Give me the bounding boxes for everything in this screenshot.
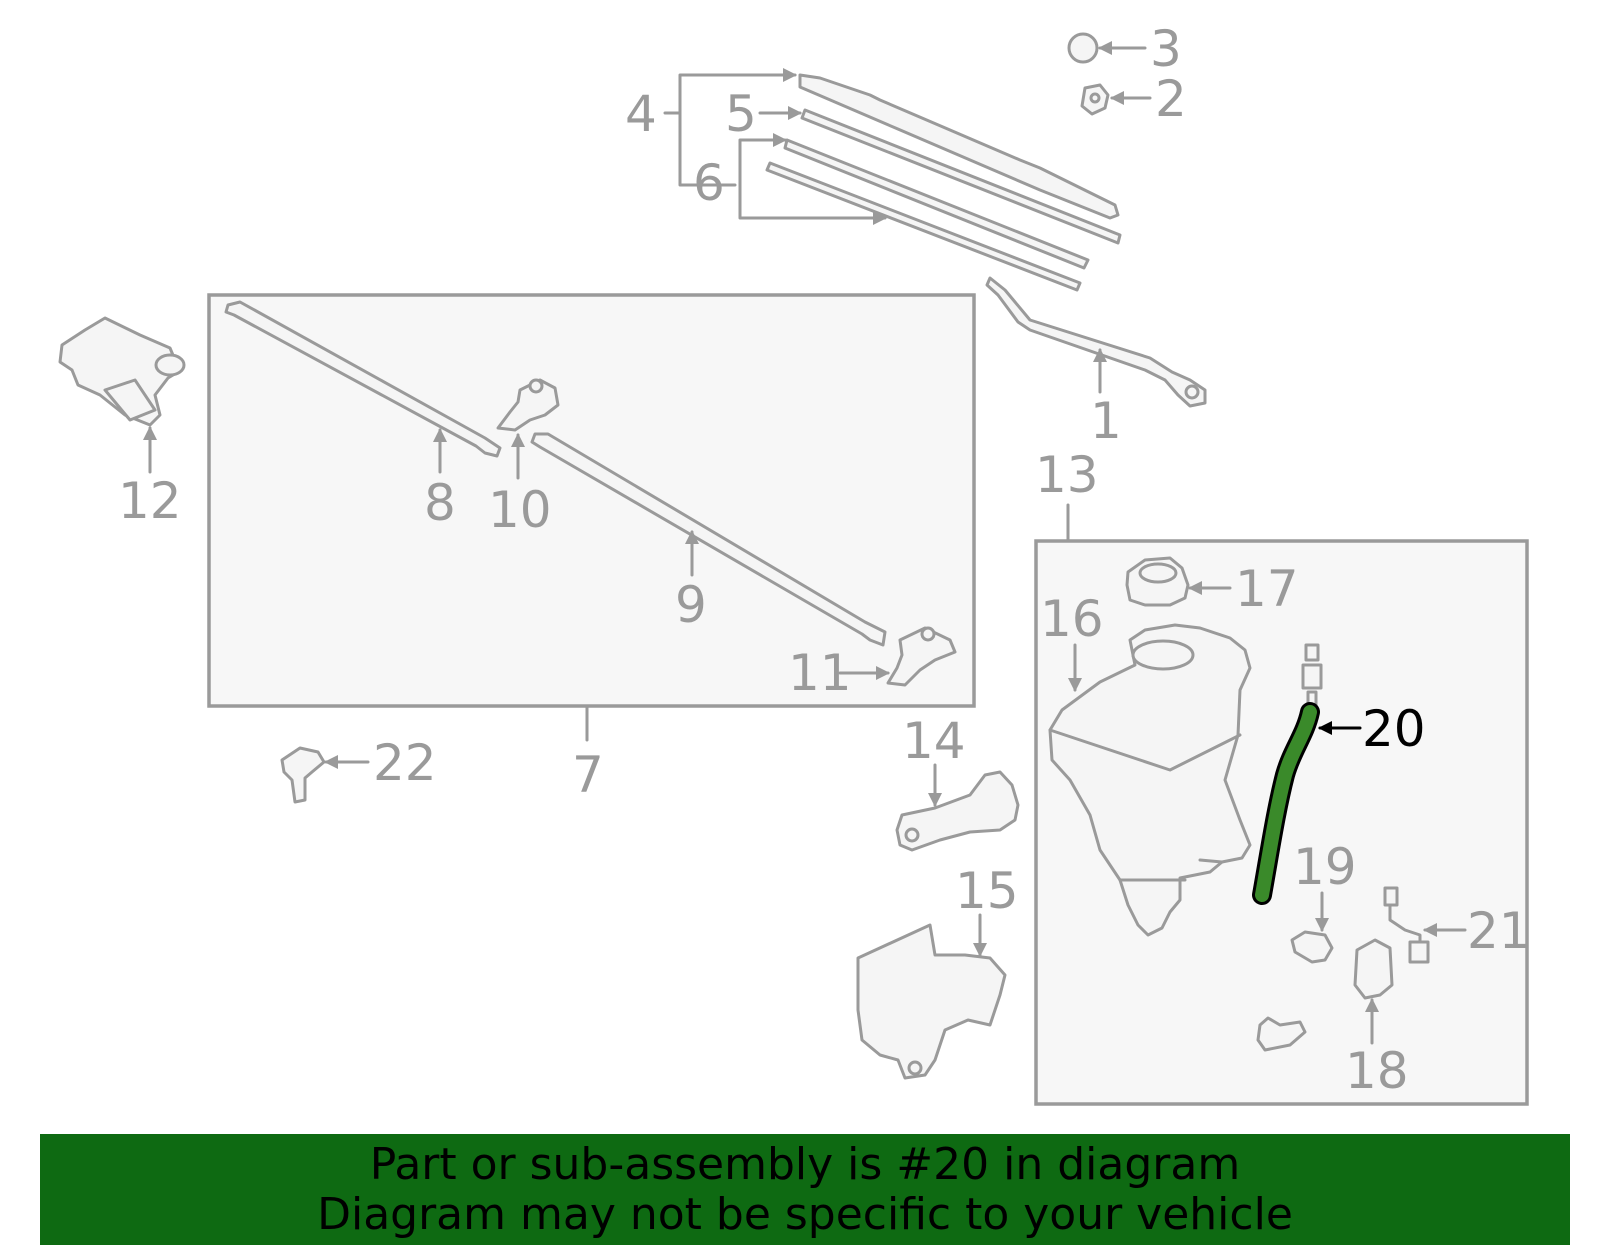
callout-19: 19 bbox=[1293, 838, 1357, 896]
callout-5: 5 bbox=[725, 85, 757, 143]
wiper-blade-part bbox=[765, 73, 1122, 292]
callout-2: 2 bbox=[1155, 70, 1187, 128]
callout-21: 21 bbox=[1467, 902, 1531, 960]
bracket-14-hole bbox=[904, 827, 920, 843]
callout-9: 9 bbox=[675, 576, 707, 634]
leader-lines bbox=[143, 41, 1467, 1045]
callout-15: 15 bbox=[955, 862, 1019, 920]
wiper-arm-part bbox=[985, 276, 1207, 408]
bracket-15-part bbox=[856, 923, 1007, 1080]
pivot-10-part bbox=[496, 378, 560, 432]
callout-10: 10 bbox=[488, 481, 552, 539]
callout-13: 13 bbox=[1035, 446, 1099, 504]
callout-18: 18 bbox=[1345, 1042, 1409, 1100]
callout-1: 1 bbox=[1090, 392, 1122, 450]
level-sensor-wire bbox=[1388, 888, 1422, 952]
pivot-11-shaft bbox=[920, 626, 936, 642]
callout-3: 3 bbox=[1150, 20, 1182, 78]
reservoir-cap-top bbox=[1138, 562, 1178, 584]
washer-hose-20-fill bbox=[1255, 705, 1317, 902]
level-sensor-connector bbox=[1408, 940, 1430, 964]
callout-14: 14 bbox=[902, 712, 966, 770]
callout-17: 17 bbox=[1235, 560, 1299, 618]
banner-line-1: Part or sub-assembly is #20 in diagram bbox=[369, 1138, 1241, 1190]
callout-11: 11 bbox=[788, 644, 852, 702]
washer-pump-part bbox=[1353, 938, 1394, 1000]
cap-part bbox=[1067, 32, 1099, 64]
washer-nozzle-part bbox=[280, 746, 326, 804]
callout-20: 20 bbox=[1362, 700, 1426, 758]
callout-16: 16 bbox=[1040, 590, 1104, 648]
level-sensor-part bbox=[1383, 886, 1399, 907]
nut-hole bbox=[1089, 92, 1101, 104]
grommet-part bbox=[1290, 930, 1334, 964]
wiper-arm-eye bbox=[1184, 384, 1200, 400]
callout-7: 7 bbox=[572, 746, 604, 804]
small-hose-part bbox=[1256, 1016, 1307, 1052]
callout-4: 4 bbox=[625, 85, 657, 143]
callout-8: 8 bbox=[424, 474, 456, 532]
bracket-14-part bbox=[895, 770, 1020, 852]
pivot-10-shaft bbox=[528, 378, 544, 394]
link-rod-8-part bbox=[224, 300, 502, 458]
washer-reservoir-part bbox=[1048, 623, 1252, 937]
pivot-11-part bbox=[886, 626, 957, 687]
wiper-motor-part bbox=[58, 316, 186, 427]
callout-12: 12 bbox=[118, 472, 182, 530]
info-banner: Part or sub-assembly is #20 in diagram D… bbox=[40, 1134, 1570, 1245]
link-rod-9-part bbox=[530, 432, 887, 647]
callout-22: 22 bbox=[373, 734, 437, 792]
callout-6: 6 bbox=[693, 154, 725, 212]
banner-line-2: Diagram may not be specific to your vehi… bbox=[317, 1188, 1293, 1240]
bracket-15-hole bbox=[907, 1060, 923, 1076]
